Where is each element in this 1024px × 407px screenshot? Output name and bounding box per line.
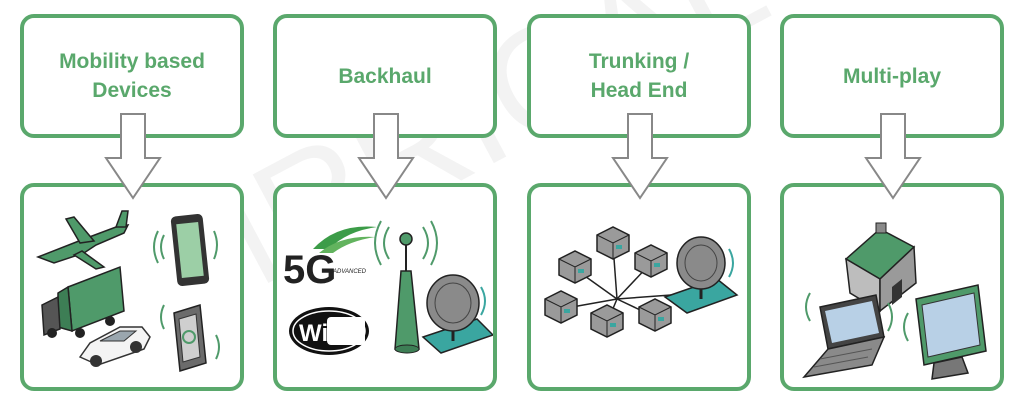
node-icon — [596, 226, 630, 260]
down-arrow-icon — [864, 113, 922, 200]
network-nodes-illustration — [544, 226, 739, 338]
laptop-icon — [802, 292, 893, 379]
node-icon — [544, 290, 578, 324]
label-backhaul: Backhaul — [338, 64, 432, 88]
column-trunking: Trunking / Head End — [527, 0, 751, 407]
backhaul-illustration: 5G ADVANCED WiFi — [283, 220, 493, 355]
down-arrow-icon — [357, 113, 415, 200]
column-backhaul: Backhaul 5G ADVANCED WiFi — [273, 0, 497, 407]
car-icon — [78, 326, 151, 367]
down-arrow-icon — [611, 113, 669, 200]
tablet-icon — [153, 214, 218, 286]
5g-advanced-text: ADVANCED — [332, 269, 367, 275]
truck-icon — [41, 265, 125, 338]
column-mobility: Mobility based Devices — [20, 0, 244, 407]
node-icon — [558, 250, 592, 284]
satellite-dish-icon — [663, 236, 739, 314]
satellite-dish-icon — [421, 274, 493, 354]
label-trunking: Trunking / Head End — [588, 50, 690, 102]
tower-icon — [374, 220, 438, 354]
wifi-text: WiFi — [299, 320, 349, 347]
monitor-icon — [903, 284, 987, 380]
node-icon — [638, 298, 672, 332]
image-box-trunking — [527, 183, 751, 391]
label-multiplay: Multi-play — [843, 64, 941, 88]
wifi-logo: WiFi — [289, 307, 369, 355]
image-box-backhaul: 5G ADVANCED WiFi — [273, 183, 497, 391]
5g-logo: 5G ADVANCED — [283, 226, 377, 292]
down-arrow-icon — [104, 113, 162, 200]
node-icon — [590, 304, 624, 338]
node-icon — [634, 244, 668, 278]
handheld-device-icon — [160, 304, 220, 372]
image-box-multiplay — [780, 183, 1004, 391]
label-mobility: Mobility based Devices — [59, 50, 205, 102]
5g-text: 5G — [283, 248, 336, 292]
label-box-mobility: Mobility based Devices — [20, 14, 244, 138]
multiplay-illustration — [802, 222, 987, 380]
mobility-devices-illustration — [35, 210, 220, 372]
house-icon — [844, 222, 917, 313]
jet-icon — [35, 210, 130, 270]
column-multiplay: Multi-play — [780, 0, 1004, 407]
image-box-mobility — [20, 183, 244, 391]
